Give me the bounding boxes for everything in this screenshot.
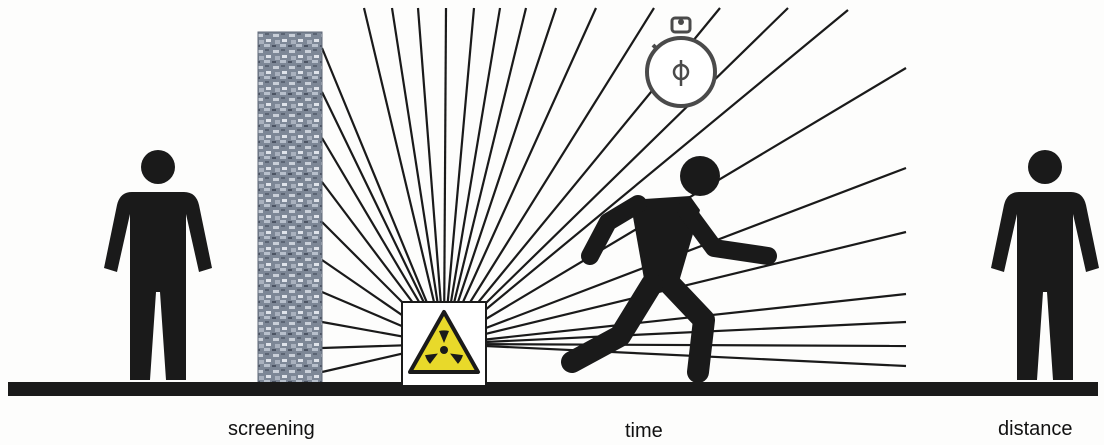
ray <box>444 8 788 344</box>
ground-line <box>8 382 1098 396</box>
screening-wall-icon <box>258 32 322 390</box>
running-person-icon <box>572 156 768 372</box>
ray <box>392 8 444 344</box>
radiation-trefoil-icon <box>402 302 486 386</box>
ray <box>444 8 654 344</box>
label-time: time <box>625 420 663 443</box>
label-screening: screening <box>228 418 315 441</box>
ray <box>444 8 474 344</box>
label-distance: distance <box>998 418 1073 441</box>
ray <box>444 8 556 344</box>
ray <box>444 344 906 366</box>
ray <box>444 344 906 346</box>
stopwatch-icon <box>647 18 715 106</box>
standing-person-right <box>991 150 1099 380</box>
ray <box>444 322 906 344</box>
standing-person-left <box>104 150 212 380</box>
ray <box>444 8 500 344</box>
ray <box>444 8 446 344</box>
ray <box>444 8 596 344</box>
